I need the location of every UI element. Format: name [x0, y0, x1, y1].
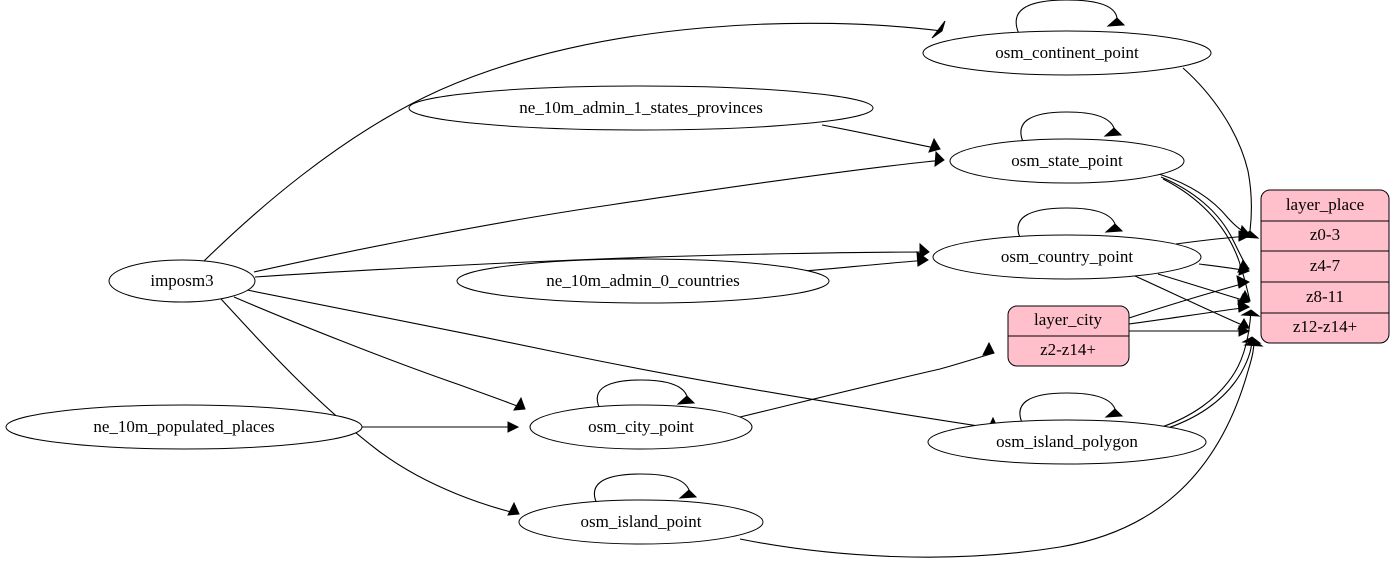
node-imposm3[interactable]: imposm3	[108, 259, 256, 303]
node-osm-island-point-label: osm_island_point	[581, 512, 702, 531]
node-osm-city-point[interactable]: osm_city_point	[529, 404, 753, 450]
node-osm-state-point-label: osm_state_point	[1011, 151, 1123, 170]
node-layer-place-row-z0-3[interactable]: z0-3	[1310, 225, 1340, 244]
edge-osm-island-polygon-to-layer-place-z12-z14	[1161, 336, 1262, 431]
edge-ne-states-to-osm-state-point	[821, 124, 941, 153]
edge-osm-island-polygon-to-layer-place-z8-11	[1158, 309, 1261, 429]
edge-layer-city-to-layer-place-z12-z14	[1129, 325, 1251, 337]
edge-self-loop-osm-continent-point	[1015, 0, 1126, 35]
edge-self-loop-osm-island-point	[593, 473, 698, 507]
edge-imposm3-to-osm-island-point	[220, 298, 520, 516]
node-osm-continent-point-label: osm_continent_point	[995, 43, 1139, 62]
edge-self-loop-osm-city-point	[596, 379, 696, 412]
edge-self-loop-osm-country-point	[1017, 207, 1124, 241]
node-ne-populated-label: ne_10m_populated_places	[93, 417, 274, 436]
node-layer: imposm3 ne_10m_admin_1_states_provinces …	[5, 30, 1390, 545]
edge-imposm3-to-osm-city-point	[233, 296, 526, 411]
edge-self-loop-osm-island-polygon	[1019, 392, 1124, 426]
edge-osm-country-point-to-layer-place-z4-7	[1198, 263, 1251, 276]
edge-osm-country-point-to-layer-place-z0-3	[1175, 230, 1251, 245]
node-layer-place-row-z12-z14[interactable]: z12-z14+	[1293, 317, 1357, 336]
node-ne-10m-admin-1-states-provinces[interactable]: ne_10m_admin_1_states_provinces	[408, 85, 874, 131]
node-layer-city[interactable]: layer_city z2-z14+	[1007, 305, 1130, 367]
edge-ne-countries-to-osm-country-point	[804, 250, 929, 272]
node-layer-place[interactable]: layer_place z0-3 z4-7 z8-11 z12-z14+	[1260, 189, 1390, 344]
edge-layer	[202, 0, 1264, 558]
edge-self-loop-osm-state-point	[1020, 111, 1123, 145]
edge-layer-city-to-layer-place-z4-7	[1128, 275, 1251, 319]
node-osm-state-point[interactable]: osm_state_point	[949, 138, 1185, 184]
node-layer-city-row-z2-z14[interactable]: z2-z14+	[1040, 340, 1096, 359]
edge-imposm3-to-osm-state-point	[253, 150, 945, 273]
node-ne-10m-populated-places[interactable]: ne_10m_populated_places	[5, 404, 363, 450]
edge-osm-island-point-to-layer-place-z12-z14	[739, 339, 1264, 558]
edge-ne-populated-to-osm-city-point	[362, 421, 520, 433]
node-osm-country-point[interactable]: osm_country_point	[932, 234, 1202, 280]
edge-imposm3-to-osm-continent-point	[202, 20, 946, 263]
node-imposm3-label: imposm3	[150, 271, 213, 290]
node-layer-city-header: layer_city	[1034, 310, 1102, 329]
node-osm-continent-point[interactable]: osm_continent_point	[922, 30, 1212, 76]
node-osm-city-point-label: osm_city_point	[588, 417, 694, 436]
node-layer-place-row-z8-11[interactable]: z8-11	[1306, 287, 1344, 306]
edge-imposm3-to-osm-country-point	[254, 242, 930, 278]
node-ne-10m-admin-0-countries[interactable]: ne_10m_admin_0_countries	[456, 258, 830, 304]
node-osm-country-point-label: osm_country_point	[1001, 247, 1133, 266]
edge-layer-city-to-layer-place-z8-11	[1128, 299, 1251, 325]
node-ne-countries-label: ne_10m_admin_0_countries	[546, 271, 740, 290]
edge-osm-country-point-to-layer-place-z8-11	[1157, 273, 1250, 305]
edge-osm-city-point-to-layer-city	[739, 341, 995, 418]
node-osm-island-polygon[interactable]: osm_island_polygon	[927, 419, 1207, 465]
node-osm-island-polygon-label: osm_island_polygon	[996, 432, 1138, 451]
node-layer-place-header: layer_place	[1286, 195, 1364, 214]
node-layer-place-row-z4-7[interactable]: z4-7	[1310, 256, 1341, 275]
node-osm-island-point[interactable]: osm_island_point	[518, 499, 764, 545]
edge-osm-continent-point-to-layer-place-z0-3	[1182, 67, 1260, 239]
node-ne-states-label: ne_10m_admin_1_states_provinces	[519, 98, 763, 117]
